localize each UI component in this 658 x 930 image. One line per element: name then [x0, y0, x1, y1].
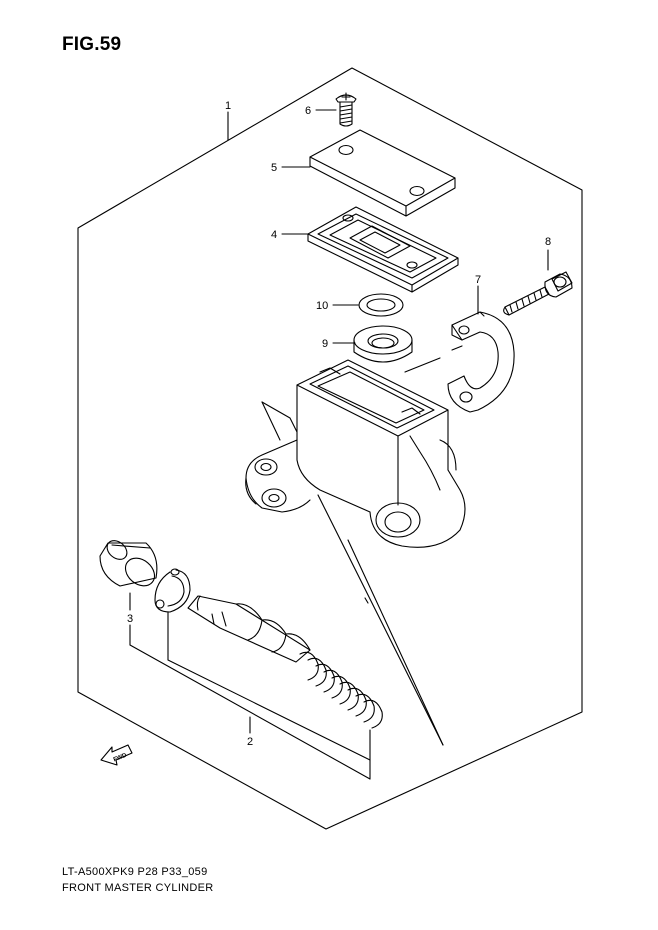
callout-8: 8 — [545, 236, 551, 248]
callout-3: 3 — [127, 613, 133, 625]
callout-10: 10 — [316, 300, 328, 312]
clamp-part-7 — [447, 311, 515, 413]
boot-part-3 — [99, 540, 158, 587]
reservoir-cover-part-5 — [309, 129, 456, 217]
callout-5: 5 — [271, 162, 277, 174]
figure-name: FRONT MASTER CYLINDER — [62, 882, 214, 894]
callout-1: 1 — [225, 100, 231, 112]
assembly-boundary — [77, 67, 583, 830]
seal-part-9 — [353, 325, 413, 363]
leader-lines — [129, 109, 549, 780]
forward-label: FWD — [113, 752, 129, 763]
diaphragm-part-4 — [307, 206, 459, 293]
piston-spring-assembly-part-2 — [187, 595, 383, 729]
screw-part-6 — [335, 92, 357, 127]
callout-9: 9 — [322, 338, 328, 350]
bolt-part-8 — [503, 271, 573, 316]
callout-4: 4 — [271, 229, 277, 241]
o-ring-part-10 — [358, 293, 404, 317]
figure-title: FIG.59 — [62, 34, 122, 55]
master-cylinder-body — [245, 359, 466, 548]
callout-2: 2 — [247, 736, 253, 748]
figure-code: LT-A500XPK9 P28 P33_059 — [62, 866, 208, 878]
forward-direction-arrow-icon — [100, 744, 133, 766]
callout-7: 7 — [475, 274, 481, 286]
callout-6: 6 — [305, 105, 311, 117]
circlip — [154, 568, 191, 613]
